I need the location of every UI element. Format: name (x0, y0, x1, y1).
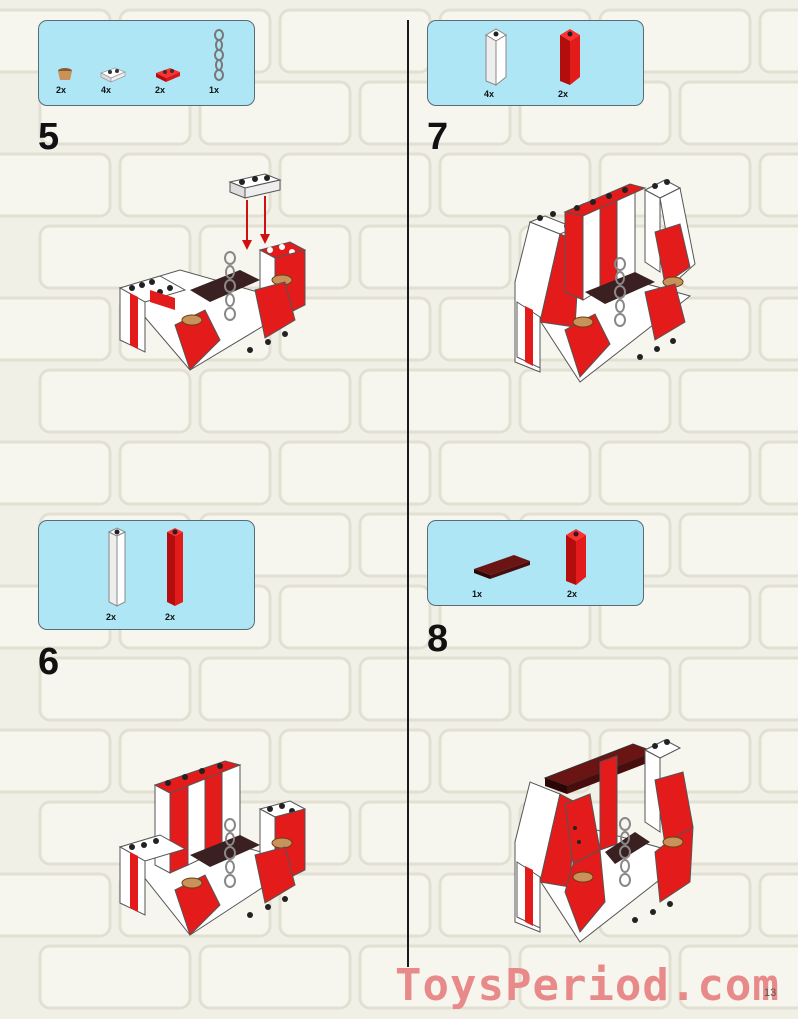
column-divider (407, 20, 409, 967)
white-slope-brick-icon (485, 28, 507, 87)
white-tall-brick-icon (107, 527, 127, 607)
page-number: 13 (764, 987, 777, 999)
parts-callout-step-6: 2x 2x (38, 520, 255, 630)
part-qty: 4x (484, 89, 495, 99)
parts-callout-step-7: 4x 2x (427, 20, 644, 106)
part-qty: 4x (101, 85, 112, 95)
step-number: 7 (427, 116, 449, 158)
part-qty: 1x (209, 85, 220, 95)
red-slope-brick-icon (566, 529, 586, 585)
part-qty: 2x (567, 589, 578, 599)
build-model-step-6 (118, 760, 307, 936)
red-tall-brick-icon (167, 528, 183, 606)
build-model-step-7 (514, 179, 696, 383)
part-qty: 2x (558, 89, 569, 99)
red-slope-brick-icon (560, 29, 580, 85)
step-number: 5 (38, 116, 60, 158)
part-qty: 1x (472, 589, 483, 599)
tan-round-cone-icon (58, 68, 72, 80)
dark-red-tile-icon (474, 555, 530, 579)
part-qty: 2x (106, 612, 117, 622)
red-plate-1x2-icon (156, 68, 180, 82)
part-qty: 2x (56, 85, 67, 95)
chain-icon (214, 29, 224, 81)
part-qty: 2x (165, 612, 176, 622)
step-number: 8 (427, 618, 449, 660)
build-model-step-8 (514, 739, 694, 943)
step-number: 6 (38, 641, 60, 683)
part-qty: 2x (155, 85, 166, 95)
parts-callout-step-5: 2x 4x 2x 1x (38, 20, 255, 106)
white-plate-1x2-icon (100, 67, 126, 83)
parts-callout-step-8: 1x 2x (427, 520, 644, 606)
watermark: ToysPeriod.com (395, 960, 780, 1011)
build-model-step-5 (118, 173, 307, 371)
